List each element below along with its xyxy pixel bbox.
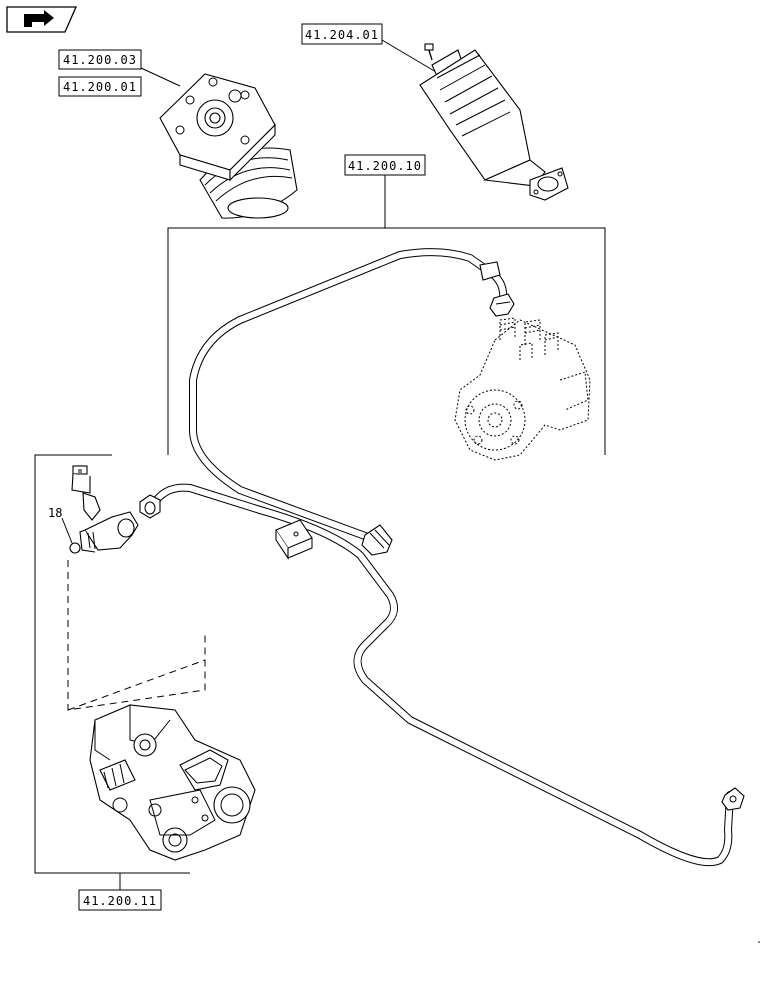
stray-mark: [758, 941, 760, 943]
pressure-switch-part[interactable]: [71, 465, 101, 521]
group-bracket-41-200-11: [34, 454, 190, 874]
steering-unit-part[interactable]: [454, 317, 591, 461]
pipe-fitting-upper-end[interactable]: [361, 524, 393, 556]
ref-label: 41.200.03: [63, 53, 137, 67]
pipe-fitting-valve-end[interactable]: [139, 494, 161, 519]
nav-arrow-icon[interactable]: [6, 6, 77, 33]
ref-box-41-200-03[interactable]: 41.200.03: [58, 49, 142, 70]
group-bracket-41-200-10: [167, 227, 606, 455]
ref-label: 41.204.01: [305, 28, 379, 42]
ref-box-41-200-01[interactable]: 41.200.01: [58, 76, 142, 97]
steering-pipe-lower[interactable]: [149, 483, 734, 867]
pipe-clamp[interactable]: [275, 519, 313, 560]
leader-line: [381, 39, 437, 73]
ref-box-41-200-11[interactable]: 41.200.11: [78, 889, 162, 911]
leader-line: [140, 67, 181, 87]
pipe-fitting-lower-end[interactable]: [721, 787, 745, 811]
adapter-fitting-part[interactable]: [79, 511, 139, 553]
callout-item-18[interactable]: 18: [48, 506, 73, 544]
steering-motor-part[interactable]: [159, 73, 298, 219]
assembly-line: [67, 560, 206, 711]
valve-block-part[interactable]: [89, 704, 256, 861]
ref-box-41-204-01[interactable]: 41.204.01: [301, 23, 383, 45]
assembly-line: [67, 659, 206, 711]
ref-label: 41.200.11: [83, 894, 157, 908]
pipe-fitting-top[interactable]: [479, 261, 515, 317]
callout-label: 18: [48, 506, 62, 520]
ref-label: 41.200.01: [63, 80, 137, 94]
steering-column-part[interactable]: [419, 43, 569, 201]
ref-label: 41.200.10: [348, 159, 422, 173]
ref-box-41-200-10[interactable]: 41.200.10: [344, 154, 426, 176]
steering-pipe-upper[interactable]: [189, 248, 508, 544]
o-ring-item-18[interactable]: [69, 542, 81, 554]
